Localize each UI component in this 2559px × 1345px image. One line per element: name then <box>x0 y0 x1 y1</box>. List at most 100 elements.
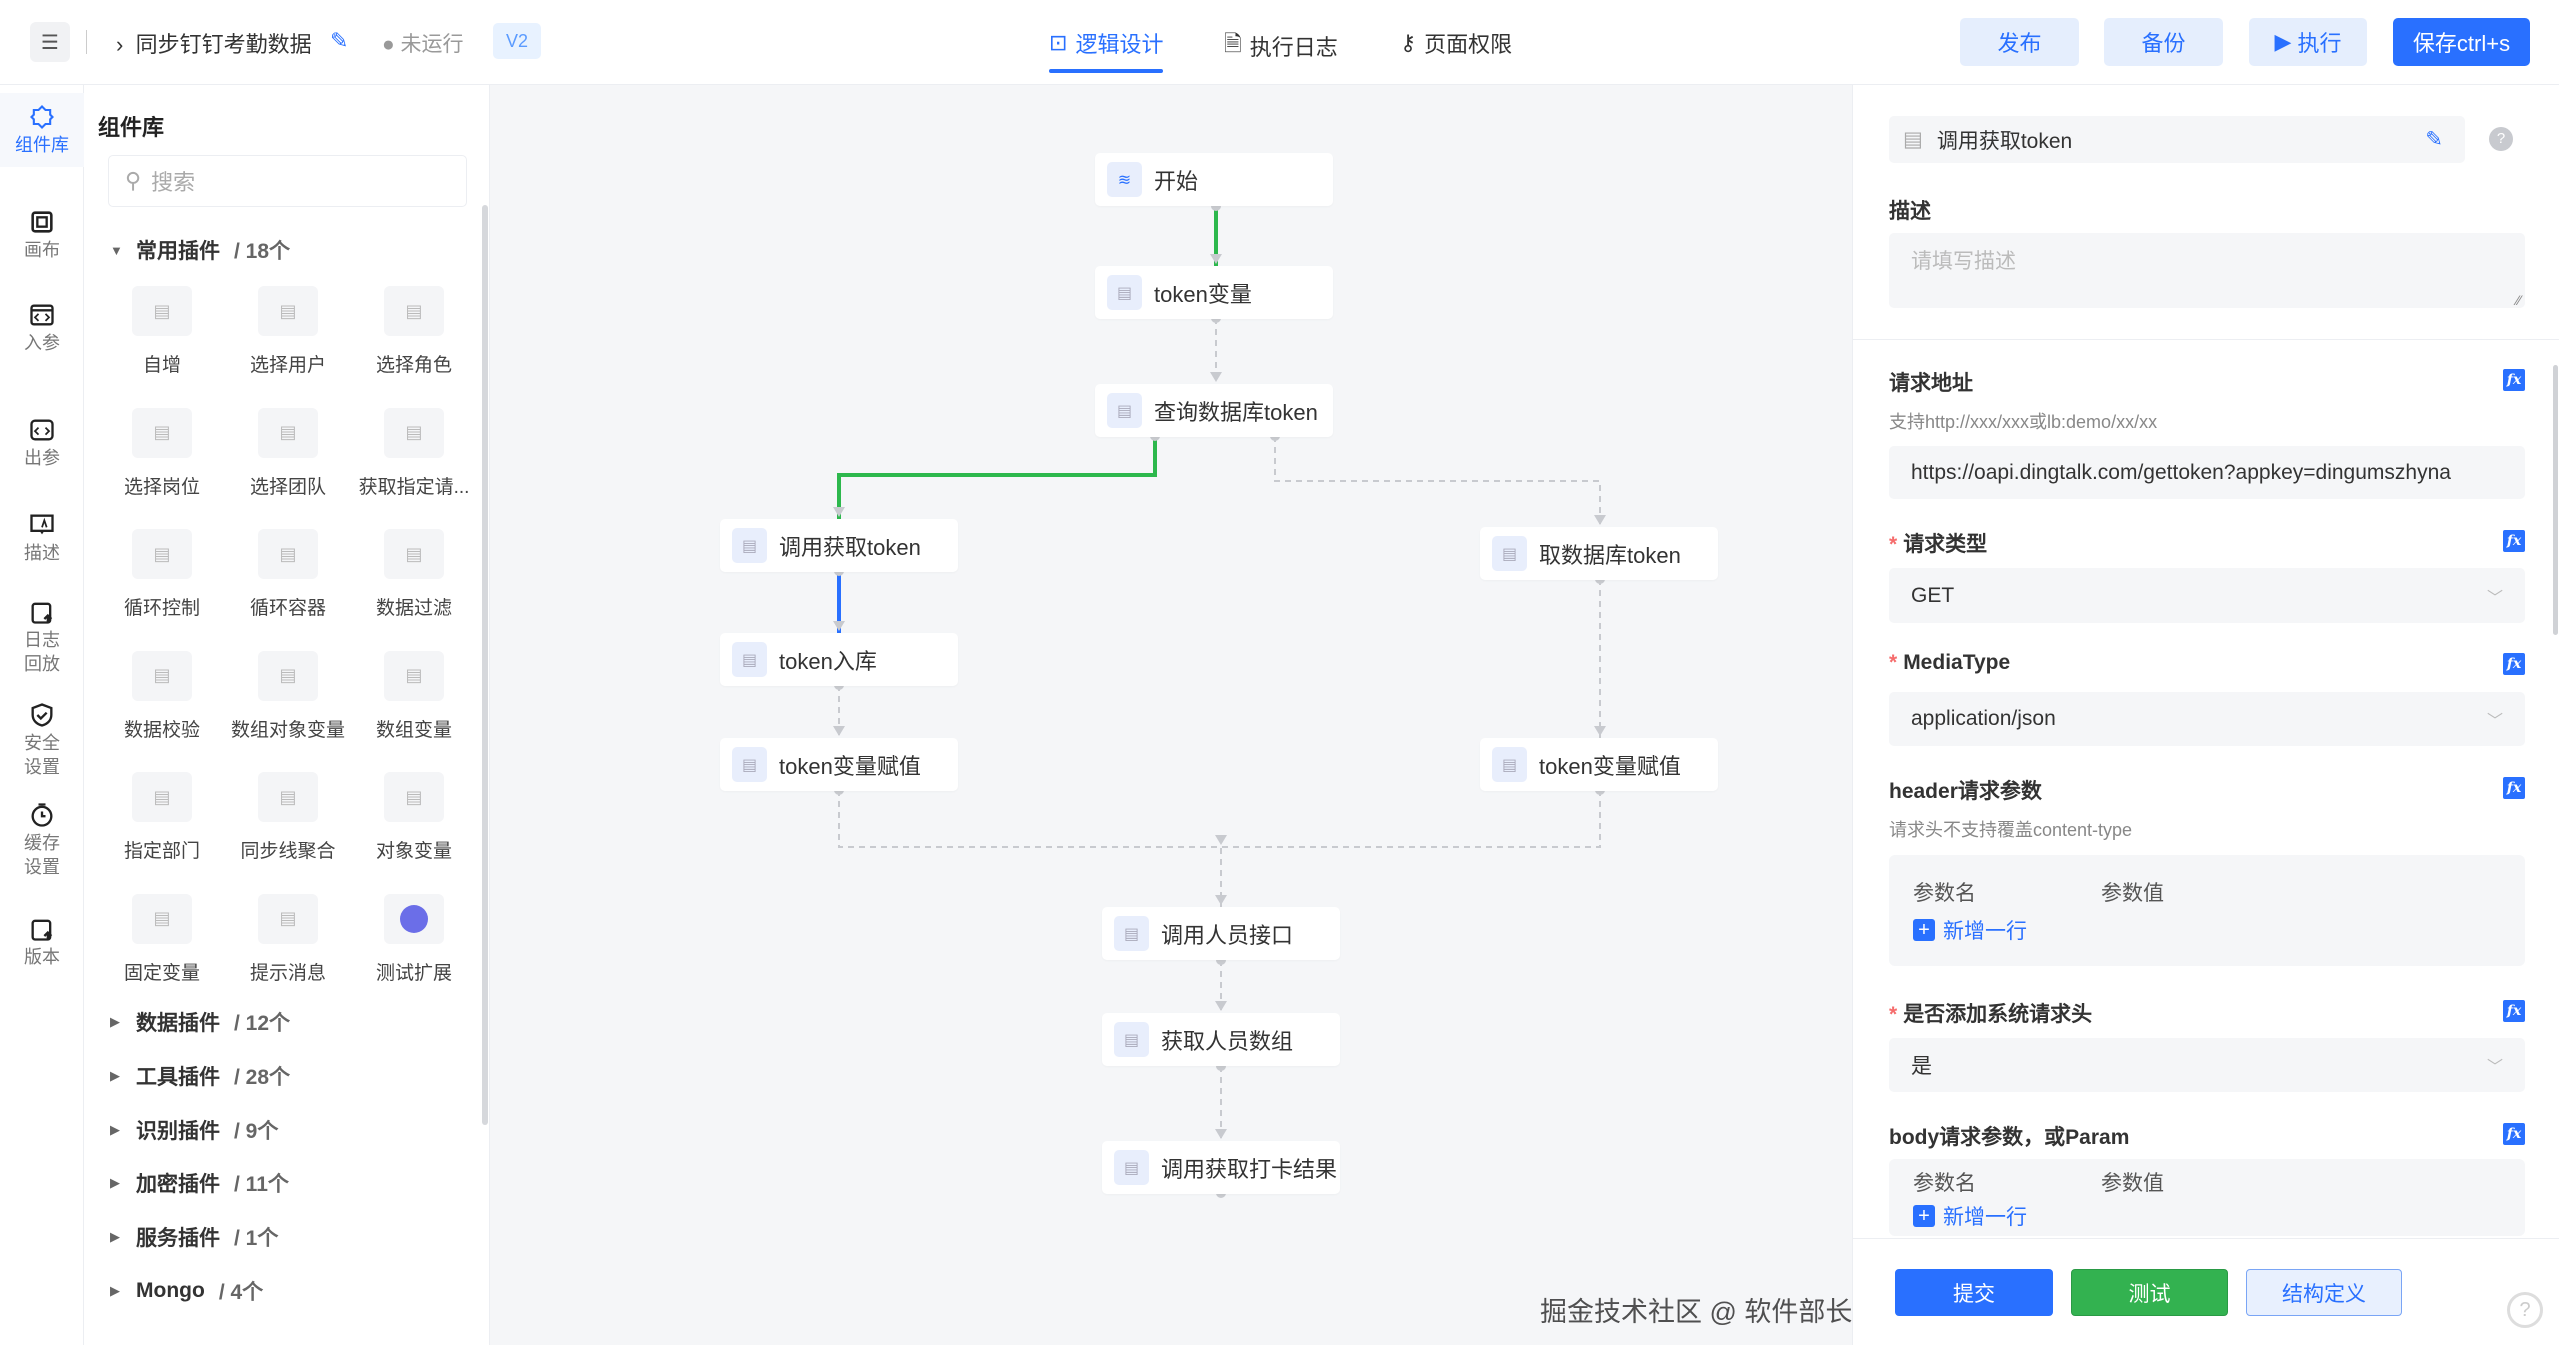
component-item[interactable]: ▤选择团队 <box>223 407 353 499</box>
scrollbar[interactable] <box>2553 365 2558 635</box>
component-item[interactable]: ▤选择岗位 <box>97 407 227 499</box>
component-item[interactable]: ▤循环控制 <box>97 529 227 620</box>
structure-button[interactable]: 结构定义 <box>2246 1269 2402 1316</box>
flow-node-label: 调用获取打卡结果 <box>1161 1156 1338 1182</box>
flow-node[interactable]: ▤token入库 <box>720 633 958 686</box>
caret-right-icon: ▶ <box>110 1014 120 1029</box>
publish-button[interactable]: 发布 <box>1960 18 2079 66</box>
edit-title-icon[interactable]: ✎ <box>330 28 349 53</box>
fx-icon[interactable]: fx <box>2503 1123 2525 1145</box>
component-item[interactable]: ▤对象变量 <box>349 772 479 863</box>
test-button[interactable]: 测试 <box>2071 1269 2228 1316</box>
start-layers-icon: ≋ <box>1107 162 1142 197</box>
section-0[interactable]: ▶数据插件/ 12个 <box>110 1007 290 1037</box>
component-item[interactable]: ▤提示消息 <box>223 893 353 985</box>
flow-node[interactable]: ▤调用获取token <box>720 519 958 572</box>
rail-item-1[interactable]: 画布 <box>0 198 84 272</box>
component-item[interactable]: ▤固定变量 <box>97 893 227 985</box>
node-properties-panel: ▤调用获取token✎ ? 描述 请填写描述⁄⁄ 请求地址 fx 支持http:… <box>1852 85 2559 1345</box>
component-icon: ▤ <box>258 650 318 701</box>
fx-icon[interactable]: fx <box>2503 653 2525 675</box>
edit-icon[interactable]: ✎ <box>2425 128 2443 151</box>
add-row-button[interactable]: +新增一行 <box>1913 1201 2027 1231</box>
rail-item-6[interactable]: 安全 设置 <box>0 691 84 789</box>
component-icon: ▤ <box>384 529 444 579</box>
rail-item-5[interactable]: 日志 回放 <box>0 588 84 686</box>
component-item[interactable]: ▤选择角色 <box>349 286 479 377</box>
system-header-label: *是否添加系统请求头 <box>1889 1003 2093 1026</box>
flow-node[interactable]: ▤调用人员接口 <box>1102 907 1340 960</box>
component-item[interactable]: ▤选择用户 <box>223 286 353 377</box>
component-item[interactable]: ▤数组变量 <box>349 650 479 742</box>
node-name-field[interactable]: ▤调用获取token✎ <box>1889 116 2465 163</box>
flow-node[interactable]: ▤token变量 <box>1095 266 1333 319</box>
component-label: 获取指定请... <box>358 476 470 498</box>
fx-icon[interactable]: fx <box>2503 1000 2525 1022</box>
section-4[interactable]: ▶服务插件/ 1个 <box>110 1222 278 1252</box>
save-button[interactable]: 保存ctrl+s <box>2393 18 2530 66</box>
tab-logic-design[interactable]: ⊡逻辑设计 <box>1049 27 1164 73</box>
section-1[interactable]: ▶工具插件/ 28个 <box>110 1061 290 1091</box>
tab-execution-log[interactable]: 🗎执行日志 <box>1224 27 1338 65</box>
rail-item-3[interactable]: 出参 <box>0 406 84 480</box>
run-button[interactable]: ▶执行 <box>2249 18 2367 66</box>
component-label: 固定变量 <box>123 962 200 984</box>
component-item[interactable]: 测试扩展 <box>349 893 479 985</box>
component-item[interactable]: ▤循环容器 <box>223 529 353 620</box>
help-float-icon[interactable]: ? <box>2507 1292 2543 1328</box>
method-select[interactable]: GET﹀ <box>1889 568 2525 623</box>
backup-button[interactable]: 备份 <box>2104 18 2223 66</box>
mediatype-select[interactable]: application/json﹀ <box>1889 692 2525 746</box>
flow-node[interactable]: ≋开始 <box>1095 153 1333 206</box>
help-icon[interactable]: ? <box>2489 127 2513 151</box>
fx-icon[interactable]: fx <box>2503 777 2525 799</box>
component-item[interactable]: ▤指定部门 <box>97 772 227 863</box>
section-5[interactable]: ▶Mongo/ 4个 <box>110 1276 263 1306</box>
add-row-button[interactable]: +新增一行 <box>1913 915 2027 945</box>
rail-item-7[interactable]: 缓存 设置 <box>0 791 84 889</box>
section-3[interactable]: ▶加密插件/ 11个 <box>110 1168 289 1198</box>
component-item[interactable]: ▤数组对象变量 <box>223 650 353 742</box>
component-item[interactable]: ▤自增 <box>97 286 227 377</box>
rail-item-0[interactable]: 组件库 <box>0 93 84 167</box>
flow-node[interactable]: ▤取数据库token <box>1480 527 1718 580</box>
flow-node[interactable]: ▤获取人员数组 <box>1102 1013 1340 1066</box>
section-count: / 4个 <box>218 1281 264 1304</box>
output-icon <box>0 416 84 444</box>
system-header-label-text: 是否添加系统请求头 <box>1903 1003 2093 1026</box>
section-count: / 1个 <box>234 1227 279 1251</box>
rail-item-2[interactable]: 入参 <box>0 291 84 365</box>
component-item[interactable]: ▤数据过滤 <box>349 529 479 620</box>
section-2[interactable]: ▶识别插件/ 9个 <box>110 1115 278 1145</box>
flow-node[interactable]: ▤查询数据库token <box>1095 384 1333 437</box>
fx-icon[interactable]: fx <box>2503 369 2525 391</box>
system-header-select[interactable]: 是﹀ <box>1889 1038 2525 1092</box>
scrollbar[interactable] <box>482 205 488 1125</box>
system-header-value: 是 <box>1911 1055 1932 1078</box>
url-input[interactable]: https://oapi.dingtalk.com/gettoken?appke… <box>1889 446 2525 499</box>
section-common-plugins[interactable]: ▼常用插件/ 18个 <box>110 235 290 265</box>
header-params-label: header请求参数 <box>1889 780 2042 803</box>
mediatype-value: application/json <box>1911 707 2056 730</box>
node-name: 调用获取token <box>1936 129 2073 153</box>
flow-node[interactable]: ▤调用获取打卡结果 <box>1102 1141 1340 1194</box>
version-icon <box>0 915 84 943</box>
resize-handle-icon[interactable]: ⁄⁄ <box>2516 292 2521 308</box>
description-icon <box>0 511 84 539</box>
description-textarea[interactable]: 请填写描述⁄⁄ <box>1889 233 2525 308</box>
flow-node[interactable]: ▤token变量赋值 <box>720 738 958 791</box>
shield-icon <box>0 701 84 729</box>
component-item[interactable]: ▤获取指定请... <box>349 407 479 499</box>
search-input[interactable]: ⚲搜索 <box>108 155 467 207</box>
component-item[interactable]: ▤数据校验 <box>97 650 227 742</box>
menu-icon[interactable]: ☰ <box>30 22 70 62</box>
submit-button[interactable]: 提交 <box>1895 1269 2053 1316</box>
component-item[interactable]: ▤同步线聚合 <box>223 772 353 863</box>
rail-item-8[interactable]: 版本 <box>0 905 84 979</box>
flow-node[interactable]: ▤token变量赋值 <box>1480 738 1718 791</box>
component-icon: ▤ <box>384 650 444 701</box>
tab-page-permission[interactable]: ⚷页面权限 <box>1400 27 1512 59</box>
rail-item-4[interactable]: 描述 <box>0 501 84 575</box>
fx-icon[interactable]: fx <box>2503 530 2525 552</box>
search-placeholder: 搜索 <box>151 170 196 195</box>
